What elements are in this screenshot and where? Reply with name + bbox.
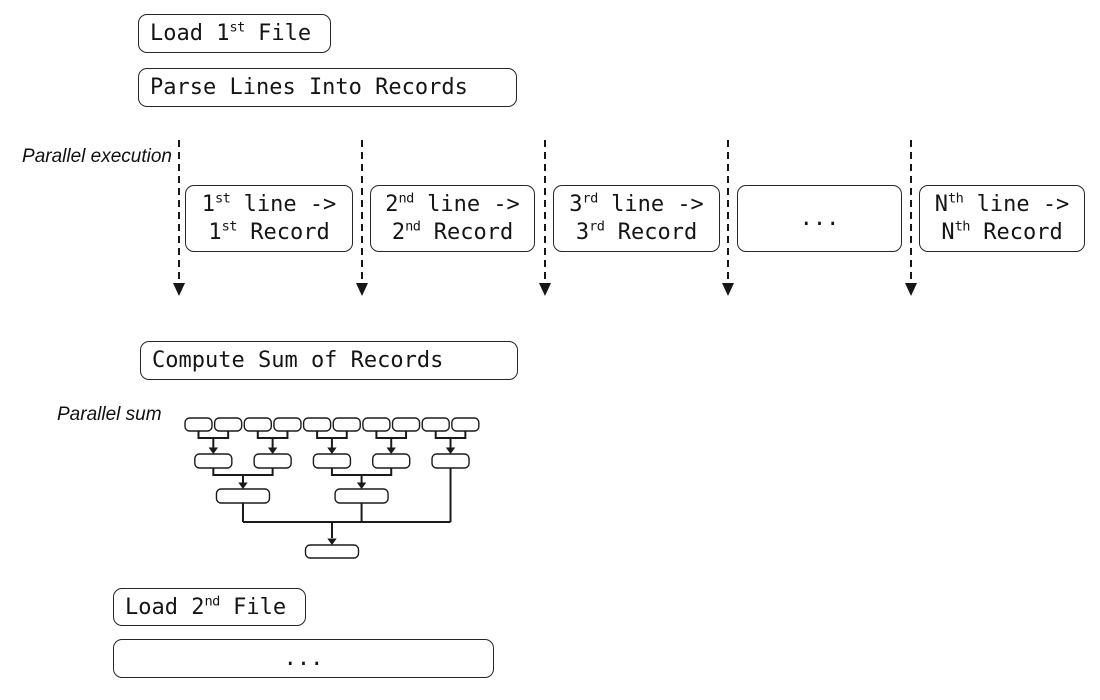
- lane-dashed-line: [177, 140, 180, 281]
- lane-dashed-line: [726, 140, 729, 281]
- record-line-2: 3rd Record: [575, 218, 698, 245]
- record-line-1: 1st line ->: [201, 190, 337, 217]
- parallel-box-n: Nth line -> Nth Record: [919, 185, 1085, 252]
- parallel-sum-label: Parallel sum: [57, 404, 162, 425]
- parallel-box-2: 2nd line -> 2nd Record: [370, 185, 535, 252]
- record-line-2: Nth Record: [941, 218, 1063, 245]
- parallel-sum-tree: [184, 417, 480, 559]
- flow-box-label: Parse Lines Into Records: [150, 75, 468, 100]
- parallel-box-1: 1st line -> 1st Record: [185, 185, 353, 252]
- record-line-1: 2nd line ->: [385, 190, 520, 217]
- arrowhead-icon: [538, 283, 551, 296]
- flow-box-label: Compute Sum of Records: [152, 348, 444, 373]
- record-line-1: 3rd line ->: [569, 190, 704, 217]
- lane-arrow-icon: [538, 140, 551, 296]
- ellipsis-text: ...: [799, 206, 840, 231]
- flow-box-parse-lines: Parse Lines Into Records: [138, 68, 517, 107]
- lane-arrow-icon: [355, 140, 368, 296]
- flow-box-load-first-file: Load 1st File: [138, 14, 331, 53]
- lane-arrow-icon: [721, 140, 734, 296]
- flow-box-load-second-file: Load 2nd File: [113, 588, 306, 626]
- lane-arrow-icon: [904, 140, 917, 296]
- lane-dashed-line: [360, 140, 363, 281]
- record-line-2: 2nd Record: [391, 218, 514, 245]
- flow-box-label: Load 1st File: [150, 19, 312, 46]
- flow-box-label: Load 2nd File: [125, 593, 287, 620]
- flow-box-compute-sum: Compute Sum of Records: [140, 341, 518, 380]
- lane-arrow-icon: [172, 140, 185, 296]
- arrowhead-icon: [355, 283, 368, 296]
- record-line-1: Nth line ->: [934, 190, 1070, 217]
- arrowhead-icon: [904, 283, 917, 296]
- flow-box-continuation: ...: [113, 639, 494, 678]
- record-line-2: 1st Record: [208, 218, 330, 245]
- parallel-box-3: 3rd line -> 3rd Record: [553, 185, 720, 252]
- arrowhead-icon: [172, 283, 185, 296]
- lane-dashed-line: [909, 140, 912, 281]
- arrowhead-icon: [721, 283, 734, 296]
- ellipsis-text: ...: [283, 646, 324, 671]
- lane-dashed-line: [543, 140, 546, 281]
- parallel-execution-label: Parallel execution: [22, 146, 172, 167]
- parallel-box-ellipsis: ...: [737, 185, 902, 252]
